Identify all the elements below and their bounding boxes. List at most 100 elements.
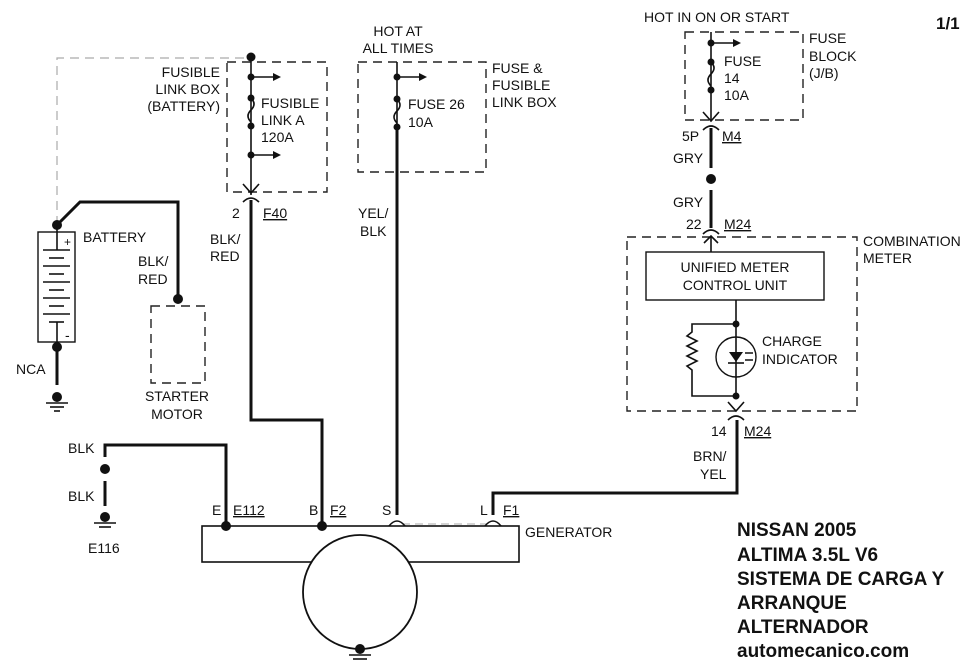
battery: + - BATTERY NCA BLK/ RED (16, 200, 180, 412)
wire-color: RED (138, 271, 168, 287)
fuse-block-outline (684, 31, 804, 121)
fuse-label: 10A (724, 87, 750, 103)
connector-id: F2 (330, 502, 347, 518)
connector-pin: 14 (711, 423, 727, 439)
wire-color: RED (210, 248, 240, 264)
wire-blk-red-b-terminal (249, 200, 324, 523)
generator: E E112 B F2 S L F1 GENERATOR (201, 502, 612, 660)
fusible-link-box-outline (226, 61, 328, 193)
light-rays-icon (745, 352, 753, 361)
wire-color: YEL (700, 466, 727, 482)
box-label: (BATTERY) (147, 98, 220, 114)
connector-male-icon (727, 401, 745, 413)
wire-color: BLK/ (210, 231, 240, 247)
wire-color: YEL/ (358, 205, 388, 221)
box-label: LINK BOX (492, 94, 557, 110)
fuse-block: HOT IN ON OR START FUSE 14 10A FUSE BLOC… (644, 9, 857, 210)
terminal-e (221, 521, 231, 531)
box-label: LINK BOX (155, 81, 220, 97)
connector-id: M24 (724, 216, 751, 232)
box-label: FUSE (809, 30, 846, 46)
fuse-26-box: HOT AT ALL TIMES FUSE 26 10A FUSE & FUSI… (357, 23, 557, 239)
power-label: ALL TIMES (363, 40, 434, 56)
title-line: SISTEMA DE CARGA Y (737, 569, 945, 590)
fuse-label: LINK A (261, 112, 305, 128)
power-label: HOT IN ON OR START (644, 9, 790, 25)
connector-male-icon (702, 111, 720, 123)
arrow-up-icon (703, 234, 719, 252)
battery-label: BATTERY (83, 229, 147, 245)
page-indicator: 1/1 (936, 14, 960, 33)
terminal-name: E (212, 502, 221, 518)
connector-female-icon (702, 125, 720, 131)
wire-color: BLK (68, 440, 95, 456)
wire-color: BRN/ (693, 448, 727, 464)
starter-motor-outline (150, 305, 206, 384)
battery-cells-icon (43, 249, 70, 323)
power-label: HOT AT (373, 23, 423, 39)
box-label: FUSE & (492, 60, 543, 76)
wire-color: BLK (68, 488, 95, 504)
arrow-icon (273, 73, 281, 81)
meter-label: COMBINATION (863, 233, 961, 249)
starter-motor: STARTER MOTOR (145, 294, 209, 422)
battery-plus: + (64, 235, 71, 249)
box-label: FUSIBLE (162, 64, 220, 80)
splice-dot (706, 174, 716, 184)
wire-color: BLK/ (138, 253, 168, 269)
wire-brn-yel-l-terminal (491, 420, 739, 515)
indicator-label: INDICATOR (762, 351, 838, 367)
terminal-name: S (382, 502, 391, 518)
fuse-label: 14 (724, 70, 740, 86)
website-label: automecanico.com (737, 641, 909, 662)
terminal-s-connector-icon (388, 520, 406, 527)
connector-id: F40 (263, 205, 287, 221)
combination-meter-outline (626, 236, 858, 412)
fuse-icon (393, 98, 401, 124)
terminal-name: B (309, 502, 318, 518)
battery-minus: - (65, 327, 70, 343)
wire-blk-red-starter (55, 200, 180, 298)
ground-icon (349, 644, 371, 660)
fusible-link-icon (247, 97, 255, 123)
title-line: ALTIMA 3.5L V6 (737, 545, 878, 566)
ground-icon (94, 512, 116, 528)
fuse-label: FUSE (724, 53, 761, 69)
arrow-icon (273, 151, 281, 159)
control-unit-label: CONTROL UNIT (683, 277, 788, 293)
fuse-label: 10A (408, 114, 434, 130)
ground-e116: BLK BLK E116 (68, 440, 228, 556)
arrow-icon (419, 73, 427, 81)
connector-id: M24 (744, 423, 771, 439)
connector-pin: 5P (682, 128, 699, 144)
arrow-icon (733, 39, 741, 47)
terminal-l-connector-icon (484, 520, 502, 527)
title-line: NISSAN 2005 (737, 520, 857, 541)
resistor-icon (685, 323, 736, 397)
connector-female-icon (242, 197, 260, 203)
connector-female-icon (727, 415, 745, 421)
generator-label: GENERATOR (525, 524, 612, 540)
connector-id: M4 (722, 128, 742, 144)
fuse-label: FUSE 26 (408, 96, 465, 112)
generator-rotor-icon (302, 534, 418, 650)
connector-pin: 2 (232, 205, 240, 221)
indicator-label: CHARGE (762, 333, 822, 349)
ground-icon (46, 392, 68, 412)
connector-id: E112 (233, 502, 265, 518)
fuse-label: 120A (261, 129, 294, 145)
title-block: NISSAN 2005 ALTIMA 3.5L V6 SISTEMA DE CA… (737, 520, 945, 662)
wire-color: BLK (360, 223, 387, 239)
fusible-link-box: FUSIBLE LINK BOX (BATTERY) FUSIBLE LINK … (56, 52, 328, 264)
starter-label: STARTER (145, 388, 209, 404)
connector-female-icon (702, 229, 720, 235)
battery-feed-dashed-line (56, 57, 250, 225)
meter-label: METER (863, 250, 912, 266)
wire-color: GRY (673, 150, 704, 166)
connector-male-icon (242, 183, 260, 195)
fuse-box-outline (357, 61, 487, 173)
connector-id: F1 (503, 502, 520, 518)
combination-meter: 22 M24 UNIFIED METER CONTROL UNIT CHARGE… (626, 216, 961, 482)
wire-color: NCA (16, 361, 46, 377)
